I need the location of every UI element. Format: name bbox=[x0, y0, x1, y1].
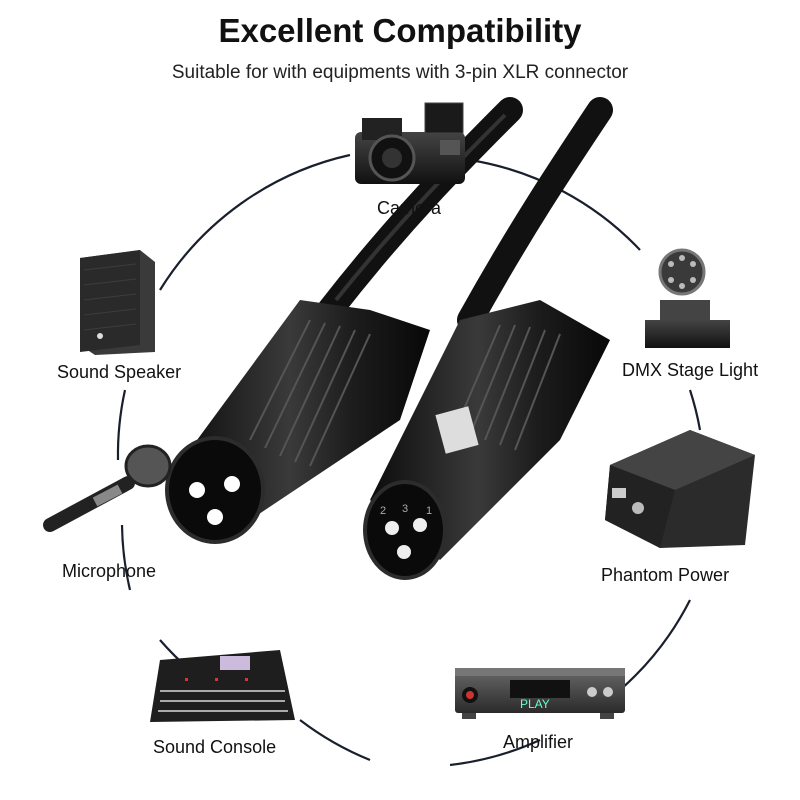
device-label-microphone: Microphone bbox=[62, 561, 157, 581]
xlr-cable bbox=[317, 97, 613, 333]
device-label-phantom-power: Phantom Power bbox=[601, 565, 730, 585]
amplifier-display: PLAY bbox=[520, 697, 550, 711]
device-label-camera: Camera bbox=[377, 198, 442, 218]
pin-number-1: 1 bbox=[426, 505, 432, 517]
pin-number-2: 2 bbox=[380, 505, 386, 517]
speaker-icon bbox=[80, 250, 155, 355]
device-label-dmx-stage-light: DMX Stage Light bbox=[622, 360, 759, 380]
mixing-console-icon bbox=[150, 650, 295, 722]
xlr-female-connector-icon: 2 3 1 bbox=[363, 300, 610, 580]
connection-ring bbox=[116, 153, 702, 767]
xlr-male-connector-icon bbox=[165, 300, 430, 544]
video-camera-icon bbox=[355, 102, 465, 184]
device-label-sound-speaker: Sound Speaker bbox=[57, 362, 182, 382]
pin-number-3: 3 bbox=[402, 503, 408, 515]
page-title: Excellent Compatibility bbox=[218, 12, 582, 49]
phantom-power-box-icon bbox=[605, 430, 755, 548]
page-subtitle: Suitable for with equipments with 3-pin … bbox=[171, 62, 629, 83]
device-label-sound-console: Sound Console bbox=[153, 737, 277, 757]
device-label-amplifier: Amplifier bbox=[503, 732, 574, 752]
moving-head-light-icon bbox=[645, 248, 730, 348]
amplifier-icon: PLAY bbox=[455, 668, 625, 719]
microphone-icon bbox=[43, 444, 172, 532]
